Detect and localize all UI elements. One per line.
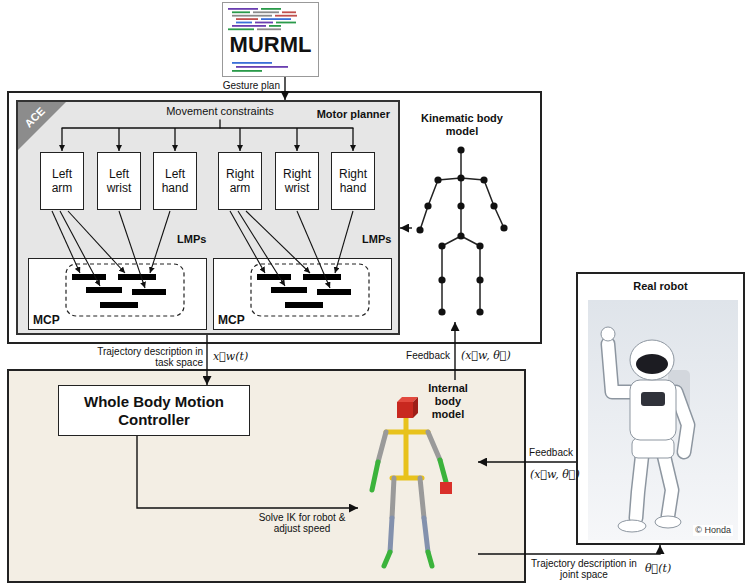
controller-box: Whole Body Motion Controller (58, 385, 250, 436)
controller-frame (8, 370, 525, 582)
signal-label: x⃗w(t) (213, 350, 248, 363)
node-text: Right arm (221, 167, 259, 196)
node-text: MCP (33, 313, 60, 327)
signal-label: θ⃗(t) (645, 562, 671, 575)
body-part-box: Right hand (331, 152, 375, 210)
node-text: Left arm (43, 167, 81, 196)
node-text: Left hand (156, 167, 194, 196)
node-text: ACE (18, 100, 53, 135)
edge-label: Feedback (400, 350, 450, 361)
planner-illustration (18, 102, 398, 333)
illustration (578, 274, 743, 543)
node-text: Kinematic body model (412, 112, 512, 138)
node-text: Left wrist (100, 167, 138, 196)
document-icon: MURML (222, 2, 319, 77)
node-text: Movement constraints (140, 105, 300, 118)
body-part-box: Right wrist (275, 152, 319, 210)
flow-arrow (206, 335, 207, 385)
node-text: MCP (218, 313, 245, 327)
internal-model: Internal body model (358, 380, 478, 575)
edge-label: Feedback (528, 447, 574, 458)
flow-arrow (478, 461, 576, 462)
node-text: © Honda (693, 525, 733, 536)
edge-label: Solve IK for robot & adjust speed (250, 512, 354, 534)
node-text: Right wrist (278, 167, 316, 196)
node-text: Real robot (578, 280, 743, 293)
flow-arrow (478, 545, 660, 554)
node-text: MURML (223, 32, 318, 58)
signal-label: (x⃗w, θ⃗) (530, 468, 580, 481)
flow-arrow (400, 227, 412, 228)
body-part-box: Left wrist (97, 152, 141, 210)
group-label: LMPs (177, 233, 206, 246)
flow-arrow (284, 77, 285, 100)
edge-label: Trajectory description in task space (78, 346, 203, 368)
edge-label: Gesture plan (210, 80, 280, 91)
node-text: Motor planner (317, 108, 390, 121)
node-text: Whole Body Motion Controller (63, 393, 245, 429)
signal-label: (x⃗w, θ⃗) (461, 349, 511, 362)
planner-panel: ACE Motor planner Movement constraintsLeft… (16, 100, 400, 335)
group-label: LMPs (362, 233, 391, 246)
node-text: Internal body model (418, 382, 478, 422)
body-part-box: Left hand (153, 152, 197, 210)
flow-arrow (454, 322, 455, 380)
edge-label: Trajectory description in joint space (528, 558, 640, 580)
illustration (412, 112, 512, 322)
flow-arrow (137, 436, 358, 508)
body-part-box: Right arm (218, 152, 262, 210)
mcp-box: MCP (213, 258, 392, 330)
node-text: Right hand (334, 167, 372, 196)
kinematic-model: Kinematic body model (412, 112, 512, 322)
robot-photo-box: Real robot © Honda (576, 272, 745, 545)
body-part-box: Left arm (40, 152, 84, 210)
mcp-box: MCP (28, 258, 207, 330)
planner-frame (8, 92, 541, 343)
